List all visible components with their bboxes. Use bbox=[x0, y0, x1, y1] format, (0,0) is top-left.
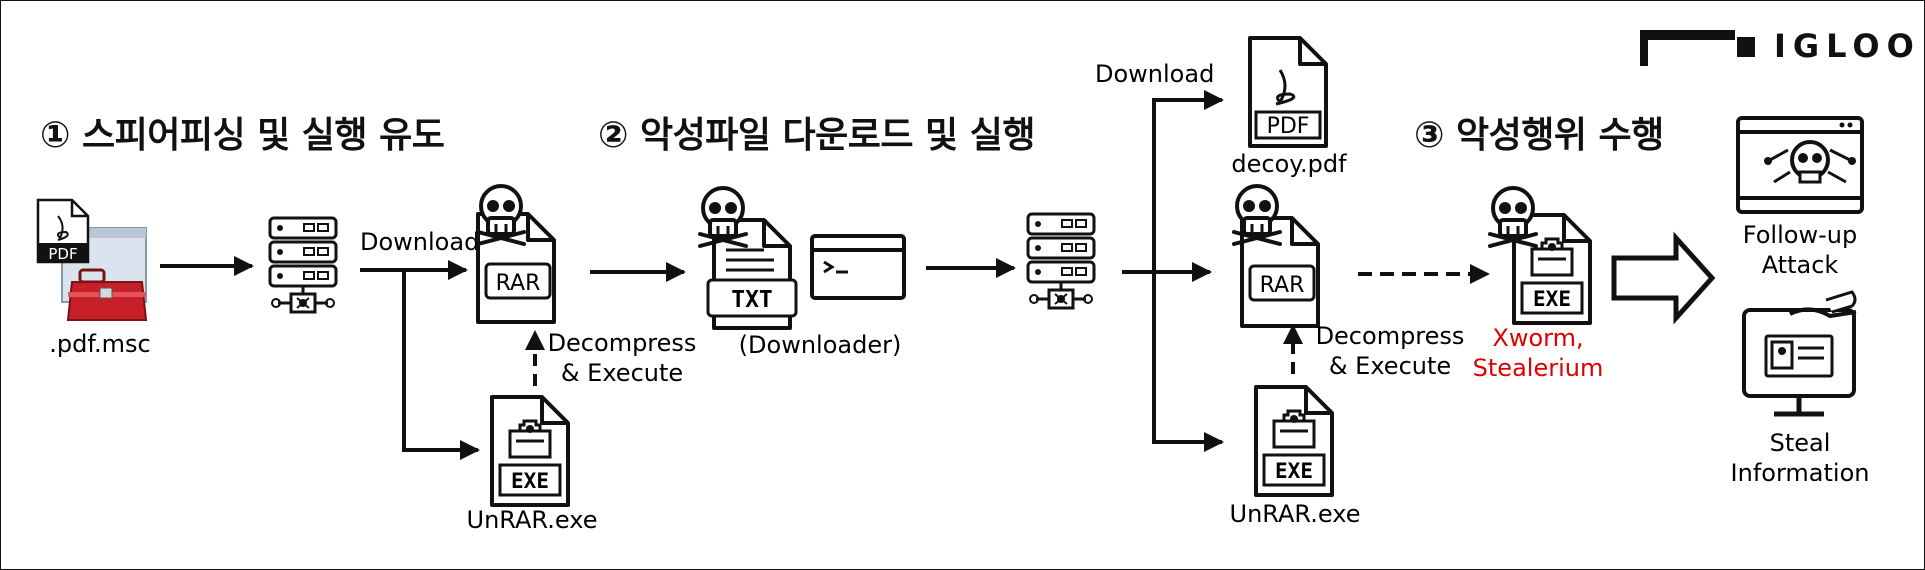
pdf-icon-text: PDF bbox=[48, 245, 77, 263]
exe-text: EXE bbox=[511, 469, 549, 493]
decoy-pdf-text: PDF bbox=[1267, 114, 1310, 139]
follow-up-attack-icon bbox=[1736, 116, 1864, 214]
stage-2-title: ② 악성파일 다운로드 및 실행 bbox=[598, 115, 1035, 156]
txt-file-icon: TXT bbox=[706, 218, 798, 330]
malicious-server-icon bbox=[268, 216, 338, 314]
terminal-icon bbox=[810, 234, 906, 300]
download-branch-arrow bbox=[402, 270, 480, 460]
rar-file-icon: RAR bbox=[1240, 216, 1320, 328]
rar-text: RAR bbox=[496, 271, 541, 296]
decompress-label-a: Decompress bbox=[548, 329, 697, 357]
unrar-label: UnRAR.exe bbox=[467, 506, 598, 534]
stage-1-title: ① 스피어피싱 및 실행 유도 bbox=[40, 115, 445, 156]
outcome-arrow bbox=[1611, 231, 1716, 325]
unrar-exe-icon: EXE bbox=[490, 395, 570, 507]
follow-up-label-b: Attack bbox=[1762, 251, 1839, 279]
rar-text: RAR bbox=[1260, 273, 1305, 298]
skull-icon bbox=[1232, 184, 1282, 246]
decoy-label: decoy.pdf bbox=[1231, 150, 1347, 178]
logo-text: IGLOO bbox=[1774, 27, 1921, 65]
steal-information-icon bbox=[1742, 290, 1857, 417]
downloader-label: (Downloader) bbox=[739, 331, 902, 359]
skull-icon bbox=[698, 186, 748, 248]
follow-up-label-a: Follow-up bbox=[1743, 221, 1857, 249]
unrar-exe-icon: EXE bbox=[1254, 385, 1334, 497]
txt-text: TXT bbox=[731, 287, 773, 313]
decompress-label-a: Decompress bbox=[1316, 322, 1465, 350]
decompress-label-b: & Execute bbox=[561, 359, 683, 387]
steal-label-a: Steal bbox=[1770, 429, 1831, 457]
download-label: Download bbox=[1095, 60, 1214, 88]
skull-icon bbox=[476, 184, 526, 246]
skull-icon bbox=[1488, 186, 1538, 248]
pdf-msc-label: .pdf.msc bbox=[49, 330, 151, 358]
exe-text: EXE bbox=[1275, 459, 1313, 483]
malware-label-a: Xworm, bbox=[1492, 324, 1583, 352]
stage-3-title: ③ 악성행위 수행 bbox=[1414, 115, 1664, 156]
toolbox-icon bbox=[66, 268, 148, 321]
exe-text: EXE bbox=[1533, 287, 1571, 311]
pdf-msc-icon: PDF bbox=[36, 198, 148, 321]
decompress-label-b: & Execute bbox=[1329, 352, 1451, 380]
rar-file-icon: RAR bbox=[476, 212, 556, 324]
download-label: Download bbox=[360, 228, 479, 256]
steal-label-b: Information bbox=[1731, 459, 1870, 487]
malware-exe-icon: EXE bbox=[1512, 213, 1592, 325]
malicious-server-icon bbox=[1026, 212, 1096, 310]
unrar-label: UnRAR.exe bbox=[1230, 500, 1361, 528]
malware-label-b: Stealerium bbox=[1473, 354, 1604, 382]
decoy-pdf-icon: PDF bbox=[1248, 36, 1328, 148]
